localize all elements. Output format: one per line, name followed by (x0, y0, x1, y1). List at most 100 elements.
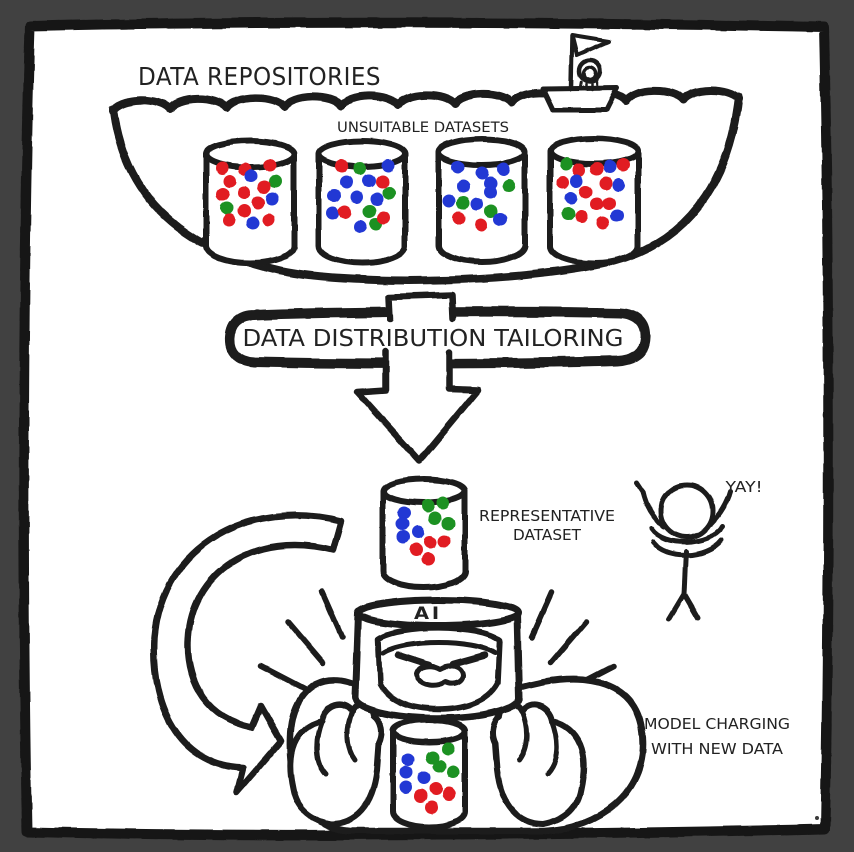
data-dot-b (327, 189, 341, 203)
data-dot-r (474, 218, 488, 232)
emphasis-line-left-2 (285, 619, 326, 666)
data-dot-b (246, 216, 260, 230)
ai-label: AI (414, 604, 442, 624)
repository-basin (109, 86, 743, 285)
data-dot-b (442, 194, 456, 208)
data-dot-g (353, 162, 367, 176)
stick-figure-body-arc-1 (649, 524, 725, 545)
boat-flag (570, 33, 611, 57)
data-dot-r (257, 180, 271, 194)
data-dot-r (602, 196, 616, 210)
stick-figure-torso (681, 548, 689, 597)
robot-right-fist-curls (516, 709, 560, 777)
data-dot-b (362, 174, 376, 188)
data-dot-r (338, 205, 352, 219)
data-dot-b (483, 176, 497, 190)
stick-figure-right-arm (708, 489, 733, 527)
data-dot-r (596, 216, 610, 230)
data-dot-g (432, 759, 446, 773)
data-dot-g (268, 175, 282, 189)
data-dot-r (425, 800, 439, 814)
data-dot-r (599, 176, 613, 190)
data-dot-g (456, 196, 470, 210)
data-dot-r (579, 185, 593, 199)
data-dot-b (496, 162, 510, 176)
data-dot-r (375, 175, 389, 189)
data-dot-r (237, 186, 251, 200)
data-dot-b (610, 209, 624, 223)
data-dot-r (409, 543, 423, 557)
unsuitable-dataset-cylinder-4 (547, 135, 641, 266)
boat-hull (540, 85, 620, 113)
data-dot-g (436, 496, 450, 510)
data-dot-r (263, 158, 277, 172)
representative-label-line1: REPRESENTATIVE (479, 507, 615, 525)
robot-left-fist-curls (314, 709, 358, 777)
data-dot-b (456, 180, 470, 194)
boat (540, 33, 620, 113)
unsuitable-dataset-cylinder-3 (436, 136, 528, 265)
boat-mast (568, 33, 575, 91)
data-dot-r (377, 211, 391, 225)
stick-figure-legs (666, 591, 701, 622)
data-dot-r (251, 196, 265, 210)
unsuitable-dataset-cylinder-2 (316, 138, 408, 266)
data-dot-b (470, 197, 484, 211)
model-charging-label-line2: WITH NEW DATA (651, 740, 784, 758)
stick-figure-head (658, 482, 716, 540)
data-dot-b (483, 185, 497, 199)
data-dot-r (590, 162, 604, 176)
data-dot-b (417, 771, 431, 785)
data-dot-r (237, 204, 251, 218)
data-dot-r (429, 782, 443, 796)
data-dot-b (564, 191, 578, 205)
emphasis-line-right-1 (529, 589, 555, 640)
data-dot-r (423, 535, 437, 549)
data-dot-b (475, 166, 489, 180)
data-dot-b (370, 192, 384, 206)
data-dot-b (353, 219, 367, 233)
data-dot-r (335, 159, 349, 173)
data-dot-b (401, 752, 415, 766)
emphasis-line-left-1 (319, 589, 345, 640)
emphasis-lines (257, 589, 617, 694)
data-dot-b (399, 765, 413, 779)
data-dot-r (437, 534, 451, 548)
data-dot-r (572, 163, 586, 177)
data-dot-r (556, 175, 570, 189)
data-dot-g (561, 207, 575, 221)
data-dot-g (484, 204, 498, 218)
robot-angry-eyes (394, 651, 489, 669)
data-dot-r (215, 161, 229, 175)
data-dot-b (411, 525, 425, 539)
data-dot-g (220, 201, 234, 215)
data-dot-r (574, 209, 588, 223)
data-dot-r (414, 789, 428, 803)
arrow-shaft-cover (391, 305, 451, 329)
emphasis-line-right-2 (548, 619, 589, 666)
data-dot-g (425, 750, 439, 764)
data-dot-g (502, 178, 516, 192)
data-dot-b (493, 212, 507, 226)
tailoring-flow (224, 291, 651, 465)
boat-person-body (578, 80, 599, 92)
data-dot-r (590, 197, 604, 211)
data-dot-b (381, 159, 395, 173)
tailoring-label: DATA DISTRIBUTION TAILORING (243, 326, 624, 352)
charging-dataset-cylinder (390, 717, 468, 830)
data-dot-b (612, 178, 626, 192)
representative-label-line2: DATASET (513, 526, 582, 544)
data-dot-g (428, 511, 442, 525)
data-dot-b (397, 506, 411, 520)
robot-head (351, 596, 523, 722)
basin-bowl-outline (109, 93, 743, 285)
feedback-curved-arrow (150, 511, 345, 796)
unsuitable-dataset-3-top (436, 136, 528, 168)
emphasis-line-left-3 (257, 663, 311, 694)
data-dot-g (446, 765, 460, 779)
data-dot-g (421, 499, 435, 513)
data-dot-r (262, 213, 276, 227)
boat-person-face (582, 66, 598, 82)
data-dot-g (441, 516, 455, 530)
data-dot-b (396, 530, 410, 544)
